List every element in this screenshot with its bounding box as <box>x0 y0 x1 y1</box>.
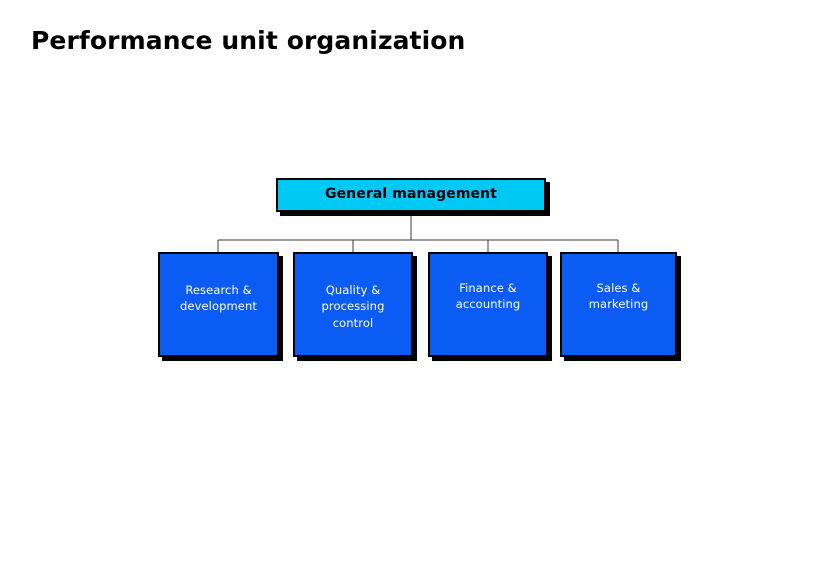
org-node-label: Finance &accounting <box>455 281 521 312</box>
org-node-finance-accounting[interactable]: Finance &accounting <box>428 252 548 357</box>
page-title: Performance unit organization <box>31 26 466 55</box>
org-node-research-development[interactable]: Research &development <box>158 252 279 357</box>
org-node-label: General management <box>325 186 497 203</box>
org-node-general-management[interactable]: General management <box>276 178 546 212</box>
org-node-sales-marketing[interactable]: Sales &marketing <box>560 252 677 357</box>
org-node-label: Research &development <box>180 283 257 314</box>
org-node-label: Sales &marketing <box>588 281 649 312</box>
